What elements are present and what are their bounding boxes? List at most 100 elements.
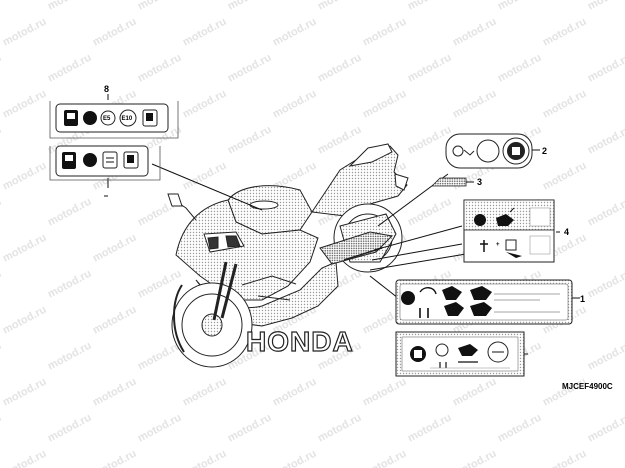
watermark-text: motod.ru — [496, 0, 544, 13]
watermark-text: motod.ru — [316, 0, 364, 13]
watermark-text: motod.ru — [1, 16, 49, 49]
callout-3: 3 — [477, 177, 482, 187]
watermark-text: motod.ru — [541, 88, 589, 121]
watermark-text: motod.ru — [91, 232, 139, 265]
watermark-text: motod.ru — [91, 376, 139, 409]
gauge-icon — [435, 343, 449, 357]
watermark-text: motod.ru — [271, 16, 319, 49]
watermark-text: motod.ru — [0, 124, 4, 157]
watermark-text: motod.ru — [226, 52, 274, 85]
watermark-text: motod.ru — [361, 448, 409, 468]
watermark-text: motod.ru — [226, 124, 274, 157]
watermark-text: motod.ru — [181, 88, 229, 121]
callout-1: 1 — [580, 294, 585, 304]
caution-icon-1 — [401, 291, 415, 305]
watermark-text: motod.ru — [586, 412, 625, 445]
watermark-text: motod.ru — [586, 268, 625, 301]
watermark-text: motod.ru — [586, 196, 625, 229]
watermark-text: motod.ru — [1, 88, 49, 121]
svg-text:+: + — [496, 242, 500, 248]
warning-circle-icon-lower — [83, 153, 97, 167]
watermark-text: motod.ru — [181, 160, 229, 193]
watermark-text: motod.ru — [451, 448, 499, 468]
watermark-text: motod.ru — [271, 88, 319, 121]
watermark-text: motod.ru — [451, 376, 499, 409]
watermark-text: motod.ru — [0, 52, 4, 85]
watermark-text: motod.ru — [406, 0, 454, 13]
watermark-text: motod.ru — [91, 304, 139, 337]
tire-icon — [419, 287, 437, 295]
watermark-text: motod.ru — [136, 52, 184, 85]
watermark-text: motod.ru — [406, 52, 454, 85]
watermark-text: motod.ru — [181, 16, 229, 49]
diagram-code: MJCEF4900C — [562, 382, 613, 391]
key-ring-icon — [452, 145, 464, 157]
watermark-text: motod.ru — [46, 52, 94, 85]
watermark-text: motod.ru — [271, 448, 319, 468]
watermark-text: motod.ru — [1, 376, 49, 409]
e10-text: E10 — [122, 116, 133, 122]
watermark-text: motod.ru — [316, 412, 364, 445]
caution-icon — [474, 214, 486, 226]
callout-4: 4 — [564, 227, 569, 237]
watermark-text: motod.ru — [496, 52, 544, 85]
watermark-text: motod.ru — [136, 412, 184, 445]
watermark-text: motod.ru — [0, 340, 4, 373]
watermark-text: motod.ru — [91, 16, 139, 49]
watermark-text: motod.ru — [541, 376, 589, 409]
riders-icon — [419, 308, 429, 318]
warning-circle-icon — [83, 111, 97, 125]
watermark-text: motod.ru — [541, 16, 589, 49]
watermark-text: motod.ru — [46, 340, 94, 373]
callout-2: 2 — [542, 146, 547, 156]
watermark-text: motod.ru — [496, 412, 544, 445]
motorcycle-icon-small — [496, 214, 514, 226]
watermark-text: motod.ru — [541, 160, 589, 193]
key-icon — [463, 149, 475, 156]
watermark-text: motod.ru — [541, 448, 589, 468]
watermark-text: motod.ru — [136, 0, 184, 13]
watermark-text: motod.ru — [46, 268, 94, 301]
watermark-text: motod.ru — [1, 232, 49, 265]
watermark-text: motod.ru — [1, 160, 49, 193]
watermark-text: motod.ru — [316, 52, 364, 85]
watermark-text: motod.ru — [0, 0, 4, 13]
watermark-text: motod.ru — [181, 448, 229, 468]
watermark-text: motod.ru — [586, 52, 625, 85]
watermark-text: motod.ru — [181, 376, 229, 409]
watermark-text: motod.ru — [316, 124, 364, 157]
part-1-label: 1 — [395, 279, 585, 325]
watermark-text: motod.ru — [0, 268, 4, 301]
luggage-icon — [505, 239, 517, 251]
motorcycle-icon-rider — [442, 286, 462, 300]
watermark-text: motod.ru — [586, 0, 625, 13]
part-8-labels: 8 E5 E10 — [49, 84, 179, 181]
motorcycle-illustration — [167, 143, 409, 368]
watermark-text: motod.ru — [226, 0, 274, 13]
e5-text: E5 — [103, 116, 111, 122]
watermark-text: motod.ru — [451, 16, 499, 49]
watermark-text: motod.ru — [586, 340, 625, 373]
watermark-text: motod.ru — [1, 448, 49, 468]
part-lower-label — [395, 331, 525, 377]
e10-fuel-icon — [119, 109, 137, 127]
watermark-text: motod.ru — [406, 412, 454, 445]
manual-icon — [102, 151, 118, 169]
watermark-text: motod.ru — [586, 124, 625, 157]
watermark-text: motod.ru — [226, 412, 274, 445]
callout-8: 8 — [104, 84, 109, 94]
watermark-text: motod.ru — [46, 0, 94, 13]
watermark-text: motod.ru — [361, 16, 409, 49]
watermark-text: motod.ru — [361, 376, 409, 409]
motorcycle-icon-lower — [458, 344, 478, 356]
part-2-label: 2 — [445, 133, 547, 169]
watermark-text: motod.ru — [361, 88, 409, 121]
watermark-text: motod.ru — [1, 304, 49, 337]
watermark-text: motod.ru — [0, 412, 4, 445]
watermark-text: motod.ru — [0, 196, 4, 229]
person-icon — [480, 240, 488, 252]
watermark-text: motod.ru — [46, 412, 94, 445]
watermark-text: motod.ru — [451, 88, 499, 121]
motorcycle-icon-passenger — [470, 286, 492, 300]
